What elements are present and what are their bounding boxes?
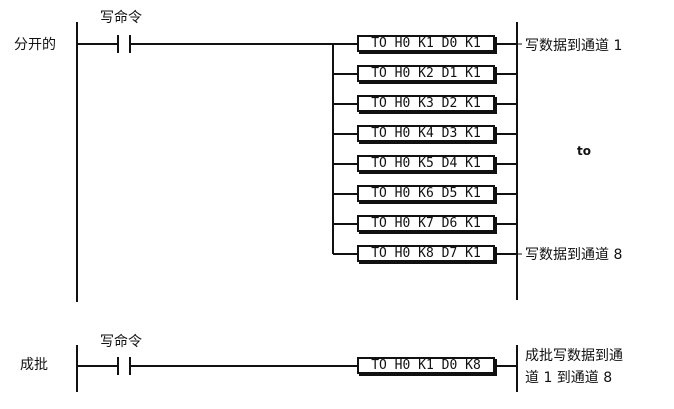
comment-middle: to — [577, 144, 591, 158]
rung1-contact-label: 写命令 — [100, 10, 142, 26]
rung1-branch-wires — [333, 73, 357, 255]
instruction-box-2: TO H0 K2 D1 K1 — [357, 65, 495, 82]
instruction-box-4: TO H0 K4 D3 K1 — [357, 125, 495, 142]
instruction-box-5: TO H0 K5 D4 K1 — [357, 155, 495, 172]
rung2-comment-line2: 道 1 到通道 8 — [525, 370, 613, 386]
instruction-box-6: TO H0 K6 D5 K1 — [357, 185, 495, 202]
comment-first: 写数据到通道 1 — [525, 38, 623, 54]
instruction-box-3: TO H0 K3 D2 K1 — [357, 95, 495, 112]
rung2-comment-line1: 成批写数据到通 — [525, 348, 623, 364]
comment-last: 写数据到通道 8 — [525, 247, 623, 263]
instruction-box-1: TO H0 K1 D0 K1 — [357, 35, 495, 52]
rung2-contact-label: 写命令 — [100, 334, 142, 350]
rung1-output-wires — [495, 43, 517, 255]
instruction-box-8: TO H0 K8 D7 K1 — [357, 245, 495, 262]
instruction-box-batch: TO H0 K1 D0 K8 — [357, 357, 495, 374]
rung1-label: 分开的 — [14, 37, 56, 53]
rung2-label: 成批 — [20, 357, 48, 373]
instruction-box-7: TO H0 K7 D6 K1 — [357, 215, 495, 232]
